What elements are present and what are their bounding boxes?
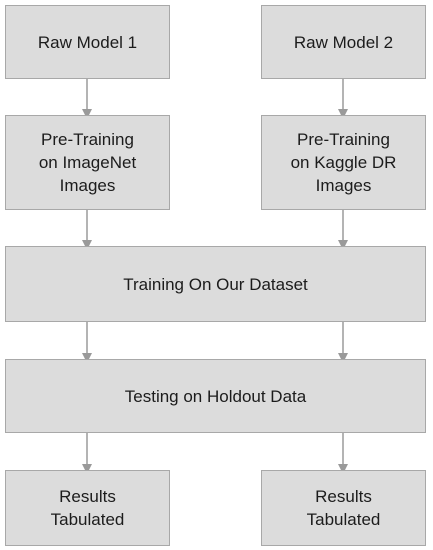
results-tabulated-2-box: Results Tabulated — [261, 470, 426, 546]
pretraining-kaggle-dr-box: Pre-Training on Kaggle DR Images — [261, 115, 426, 210]
raw-model-2-box: Raw Model 2 — [261, 5, 426, 79]
training-box: Training On Our Dataset — [5, 246, 426, 322]
pretraining-imagenet-box: Pre-Training on ImageNet Images — [5, 115, 170, 210]
raw-model-1-box: Raw Model 1 — [5, 5, 170, 79]
testing-box: Testing on Holdout Data — [5, 359, 426, 433]
results-tabulated-1-box: Results Tabulated — [5, 470, 170, 546]
